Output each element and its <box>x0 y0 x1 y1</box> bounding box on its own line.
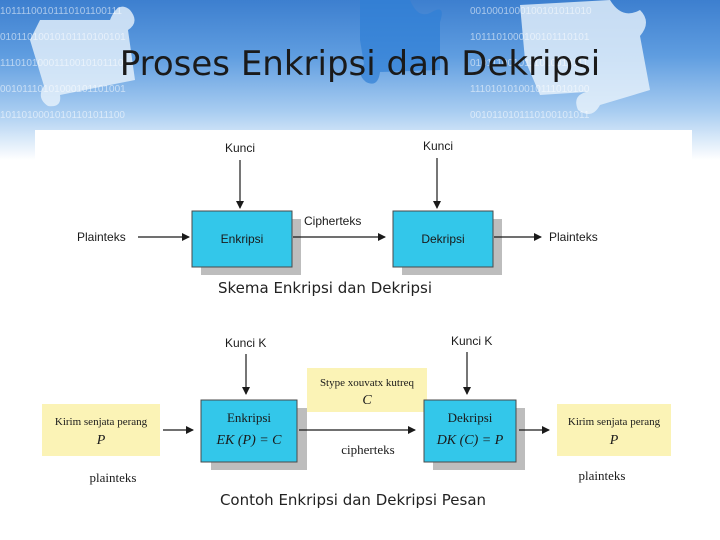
input-message: Kirim senjata perang <box>55 416 148 428</box>
puzzle-piece-left <box>30 6 135 107</box>
plaintext-input-label: Plainteks <box>77 230 126 244</box>
ciphertext-symbol: C <box>362 393 372 408</box>
puzzle-piece-center <box>360 0 442 84</box>
ciphertext-label-2: cipherteks <box>341 442 394 457</box>
key-k-label-left: Kunci K <box>225 336 266 350</box>
key-label-left: Kunci <box>225 141 255 155</box>
key-k-label-right: Kunci K <box>451 334 492 348</box>
svg-text:0010110101110100101011: 0010110101110100101011 <box>470 110 590 121</box>
plaintext-label-right: plainteks <box>579 468 626 483</box>
svg-text:0010001000100101011010: 0010001000100101011010 <box>470 6 592 17</box>
svg-text:10111100101110101100111: 10111100101110101100111 <box>0 6 122 17</box>
svg-text:00101110101000101101001: 00101110101000101101001 <box>0 84 126 95</box>
ciphertext-note-box <box>307 368 427 412</box>
encrypt-box <box>191 210 293 268</box>
key-label-right: Kunci <box>423 139 453 153</box>
svg-text:1011101000100101110101: 1011101000100101110101 <box>470 32 590 43</box>
example-diagram: Kunci K Kunci K Stype xouvatx kutreq C K… <box>42 334 671 509</box>
output-message: Kirim senjata perang <box>568 416 661 428</box>
encrypt-box-label: Enkripsi <box>221 232 264 246</box>
output-message-box <box>557 404 671 456</box>
encrypt-formula: EK (P) = C <box>215 433 282 448</box>
diagram-panel: Kunci Kunci Plainteks Enkripsi Ciphertek… <box>35 130 692 530</box>
scheme-caption: Skema Enkripsi dan Dekripsi <box>218 279 432 297</box>
binary-puzzle-graphic: 10111100101110101100111 0101101001010111… <box>0 0 650 121</box>
scheme-diagram: Kunci Kunci Plainteks Enkripsi Ciphertek… <box>77 139 598 297</box>
ciphertext-label: Cipherteks <box>304 214 361 228</box>
ciphertext-message: Stype xouvatx kutreq <box>320 377 415 389</box>
output-symbol: P <box>609 433 619 448</box>
decrypt-box <box>392 210 494 268</box>
decrypt-box-2 <box>423 399 517 463</box>
plaintext-label-left: plainteks <box>90 470 137 485</box>
svg-text:01011010010101110100101: 01011010010101110100101 <box>0 32 126 43</box>
encrypt-title: Enkripsi <box>227 410 271 425</box>
input-message-box <box>42 404 160 456</box>
plaintext-output-label: Plainteks <box>549 230 598 244</box>
diagram-canvas: Kunci Kunci Plainteks Enkripsi Ciphertek… <box>42 139 671 509</box>
decrypt-title: Dekripsi <box>448 410 493 425</box>
example-caption: Contoh Enkripsi dan Dekripsi Pesan <box>220 491 486 509</box>
svg-text:11101010001110010101110: 11101010001110010101110 <box>0 58 124 69</box>
binary-digits: 10111100101110101100111 0101101001010111… <box>0 6 592 121</box>
svg-text:1110101010010111010100: 1110101010010111010100 <box>470 84 590 95</box>
slide-title: Proses Enkripsi dan Dekripsi <box>119 44 601 84</box>
input-symbol: P <box>96 433 106 448</box>
decrypt-box-label: Dekripsi <box>421 232 464 246</box>
svg-text:10110100010101101011100: 10110100010101101011100 <box>0 110 125 121</box>
puzzle-piece-right <box>520 0 650 114</box>
decrypt-formula: DK (C) = P <box>436 433 504 448</box>
encrypt-box-2 <box>200 399 298 463</box>
svg-text:0101110010111010010111: 0101110010111010010111 <box>470 58 588 69</box>
